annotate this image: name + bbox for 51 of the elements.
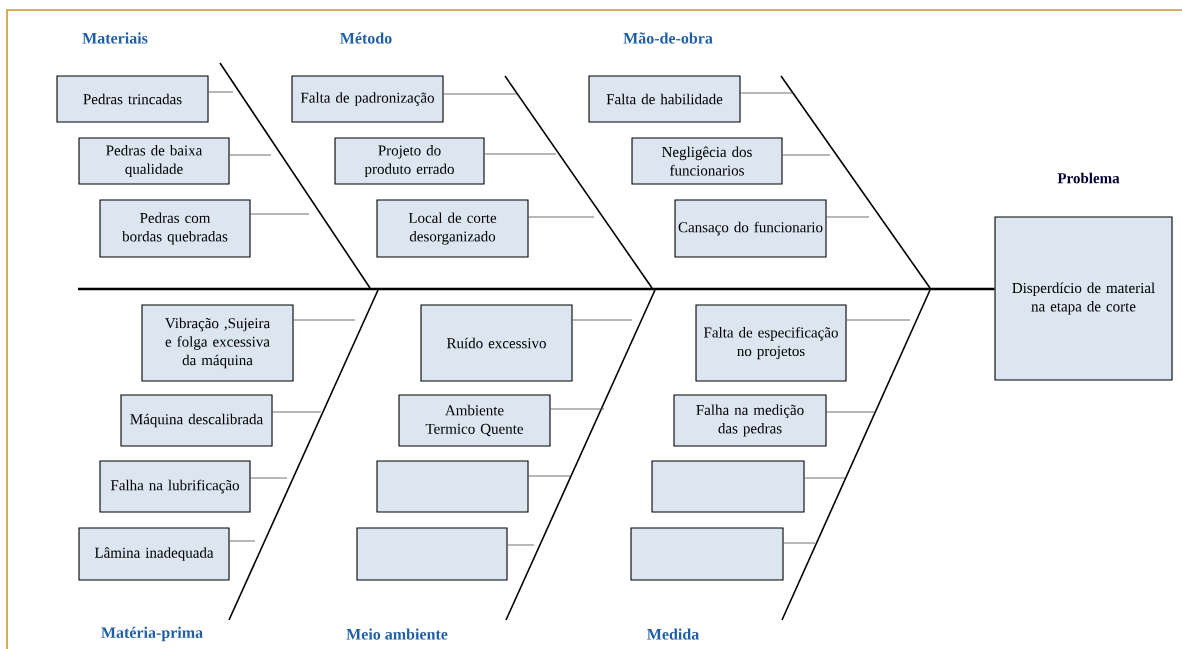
empty-box: [356, 527, 508, 581]
category-heading: Meio ambiente: [346, 628, 448, 640]
tick-line: [250, 213, 310, 215]
tick-line: [229, 540, 256, 542]
tick-line: [443, 93, 518, 95]
tick-line: [826, 411, 876, 413]
tick-line: [846, 319, 911, 321]
cause-box: Ambiente Termico Quente: [398, 394, 551, 447]
cause-box: Pedras trincadas: [56, 75, 209, 123]
cause-box: Pedras com bordas quebradas: [99, 199, 251, 258]
category-heading: Método: [340, 32, 392, 44]
category-heading: Matéria-prima: [101, 626, 203, 642]
cause-box: Falta de especificação no projetos: [695, 304, 847, 382]
cause-box: Falha na medição das pedras: [673, 394, 827, 447]
tick-line: [507, 544, 535, 546]
cause-box: Projeto do produto errado: [334, 137, 485, 185]
tick-line: [528, 475, 571, 477]
tick-line: [484, 153, 557, 155]
cause-box: Lâmina inadequada: [78, 527, 230, 581]
cause-box: Ruído excessivo: [420, 304, 573, 382]
cause-box: Negligêcia dos funcionarios: [631, 137, 783, 185]
category-heading: Medida: [647, 628, 699, 640]
category-heading: Mão-de-obra: [623, 32, 713, 44]
cause-box: Cansaço do funcionario: [674, 199, 827, 258]
cause-box: Local de corte desorganizado: [376, 199, 529, 258]
cause-box: Pedras de baixa qualidade: [78, 137, 230, 185]
problem-heading: Problema: [1057, 172, 1120, 184]
tick-line: [804, 477, 846, 479]
cause-box: Falha na lubrificação: [99, 460, 251, 513]
empty-box: [376, 460, 529, 513]
cause-box: Máquina descalibrada: [120, 394, 273, 447]
cause-box: Falta de padronização: [291, 75, 444, 123]
tick-line: [528, 216, 595, 218]
tick-line: [208, 91, 234, 93]
tick-line: [826, 216, 870, 218]
tick-line: [782, 154, 831, 156]
tick-line: [550, 408, 605, 410]
spine-line: [78, 287, 995, 291]
tick-line: [229, 154, 272, 156]
tick-line: [572, 319, 633, 321]
empty-box: [630, 527, 784, 581]
tick-line: [783, 542, 816, 544]
tick-line: [293, 319, 356, 321]
empty-box: [651, 460, 805, 513]
cause-box: Falta de habilidade: [588, 75, 741, 123]
cause-box: Vibração ,Sujeira e folga excessiva da máquina: [141, 304, 294, 382]
tick-line: [272, 411, 322, 413]
category-heading: Materiais: [82, 32, 148, 44]
tick-line: [740, 92, 793, 94]
problem-box: Disperdício de material na etapa de corte: [994, 216, 1173, 381]
tick-line: [250, 477, 288, 479]
